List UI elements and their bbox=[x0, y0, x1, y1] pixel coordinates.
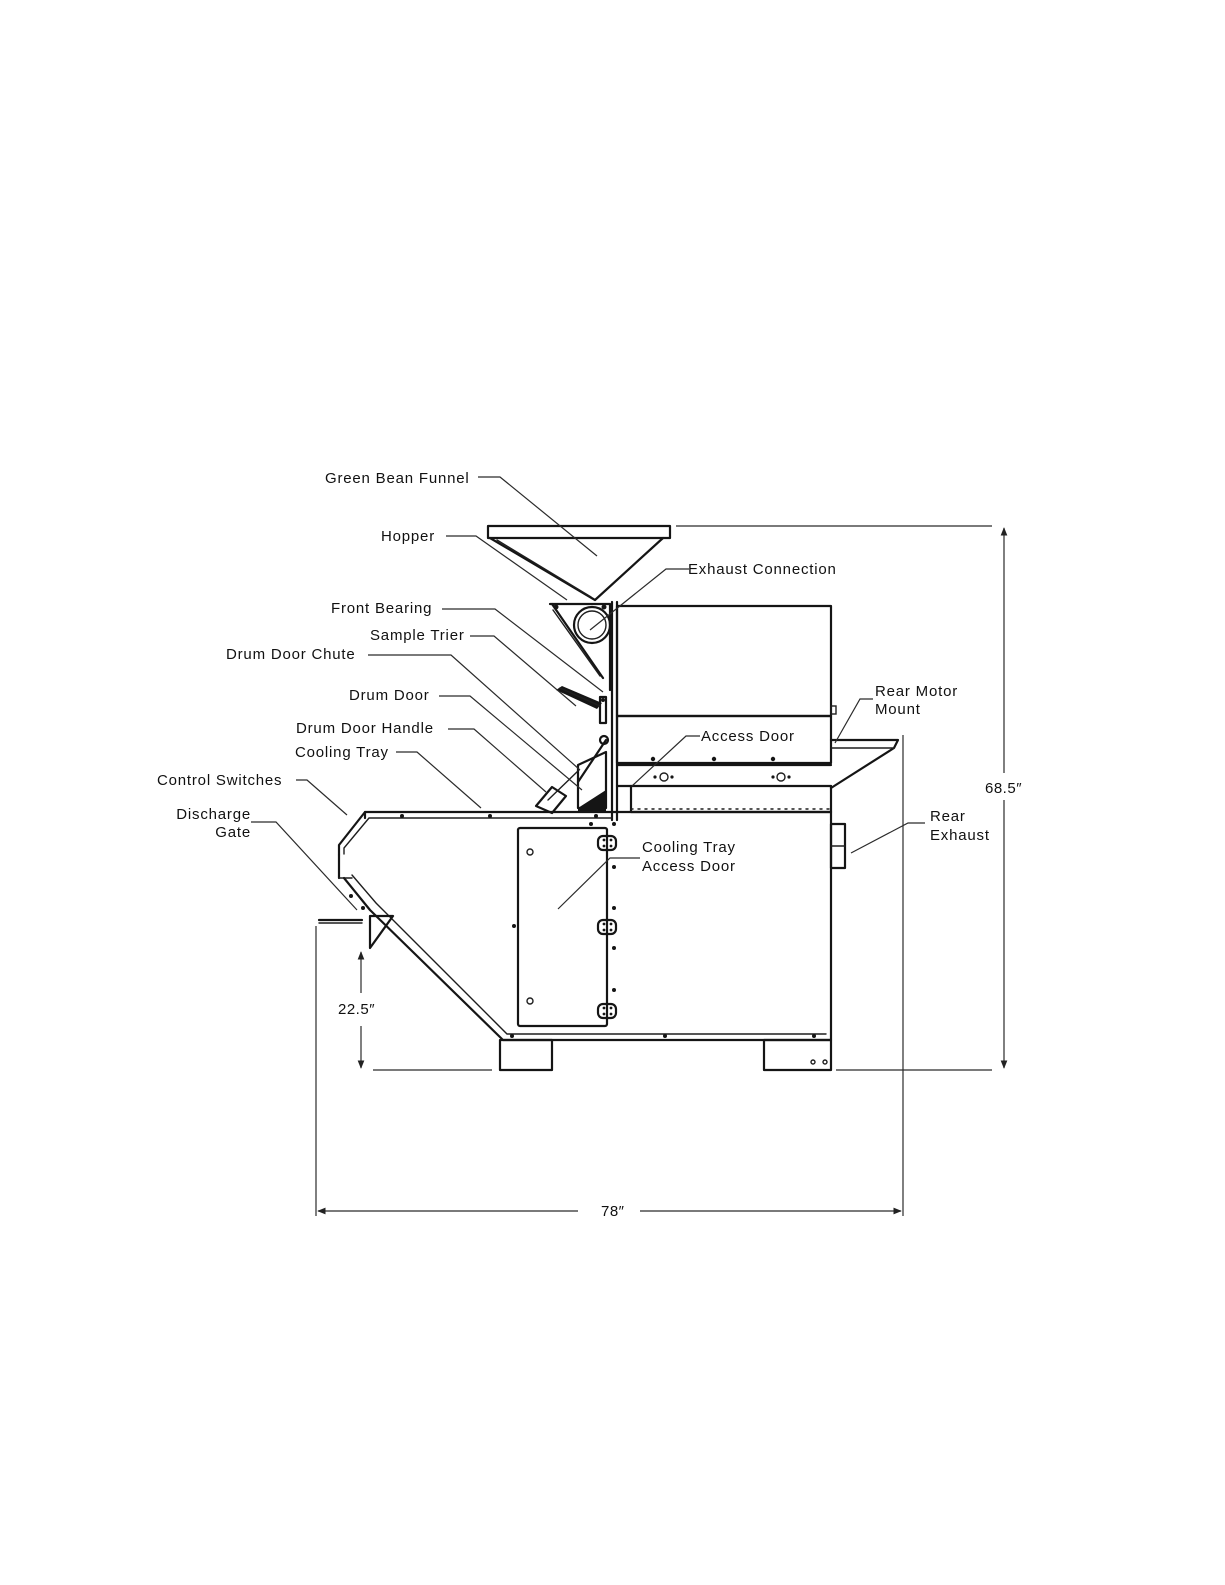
label-discharge-gate-line1: Discharge bbox=[176, 806, 251, 823]
label-exhaust-connection: Exhaust Connection bbox=[688, 561, 837, 578]
label-rear-motor-mount-line2: Mount bbox=[875, 701, 921, 718]
label-sample-trier: Sample Trier bbox=[370, 627, 465, 644]
dimension-discharge-height-label: 22.5″ bbox=[338, 1001, 375, 1018]
rear-motor-mount-shape bbox=[831, 740, 898, 788]
label-discharge-gate-line2: Gate bbox=[215, 824, 251, 841]
label-rear-exhaust-line2: Exhaust bbox=[930, 827, 990, 844]
label-access-door: Access Door bbox=[701, 728, 795, 745]
machine-feet bbox=[500, 1040, 831, 1070]
label-cooling-tray-access-door-line2: Access Door bbox=[642, 858, 736, 875]
dimension-height-label: 68.5″ bbox=[985, 780, 1022, 797]
label-front-bearing: Front Bearing bbox=[331, 600, 432, 617]
label-control-switches: Control Switches bbox=[157, 772, 282, 789]
label-cooling-tray-access-door-line1: Cooling Tray bbox=[642, 839, 736, 856]
label-rear-exhaust-line1: Rear bbox=[930, 808, 966, 825]
label-rear-motor-mount-line1: Rear Motor bbox=[875, 683, 958, 700]
hopper-shape bbox=[550, 604, 610, 690]
rear-exhaust-shape bbox=[831, 824, 845, 868]
label-drum-door-handle: Drum Door Handle bbox=[296, 720, 434, 737]
drum-door-assembly bbox=[536, 736, 608, 813]
label-drum-door-chute: Drum Door Chute bbox=[226, 646, 356, 663]
sample-trier-shape bbox=[556, 686, 602, 709]
dimension-width-label: 78″ bbox=[601, 1203, 625, 1220]
callout-labels: Green Bean Funnel Hopper Exhaust Connect… bbox=[157, 470, 990, 875]
cooling-tray-body bbox=[319, 812, 831, 1040]
label-drum-door: Drum Door bbox=[349, 687, 430, 704]
access-door-panel bbox=[617, 757, 831, 812]
label-green-bean-funnel: Green Bean Funnel bbox=[325, 470, 470, 487]
cooling-tray-access-door-shape bbox=[518, 828, 616, 1026]
label-cooling-tray: Cooling Tray bbox=[295, 744, 389, 761]
label-hopper: Hopper bbox=[381, 528, 435, 545]
